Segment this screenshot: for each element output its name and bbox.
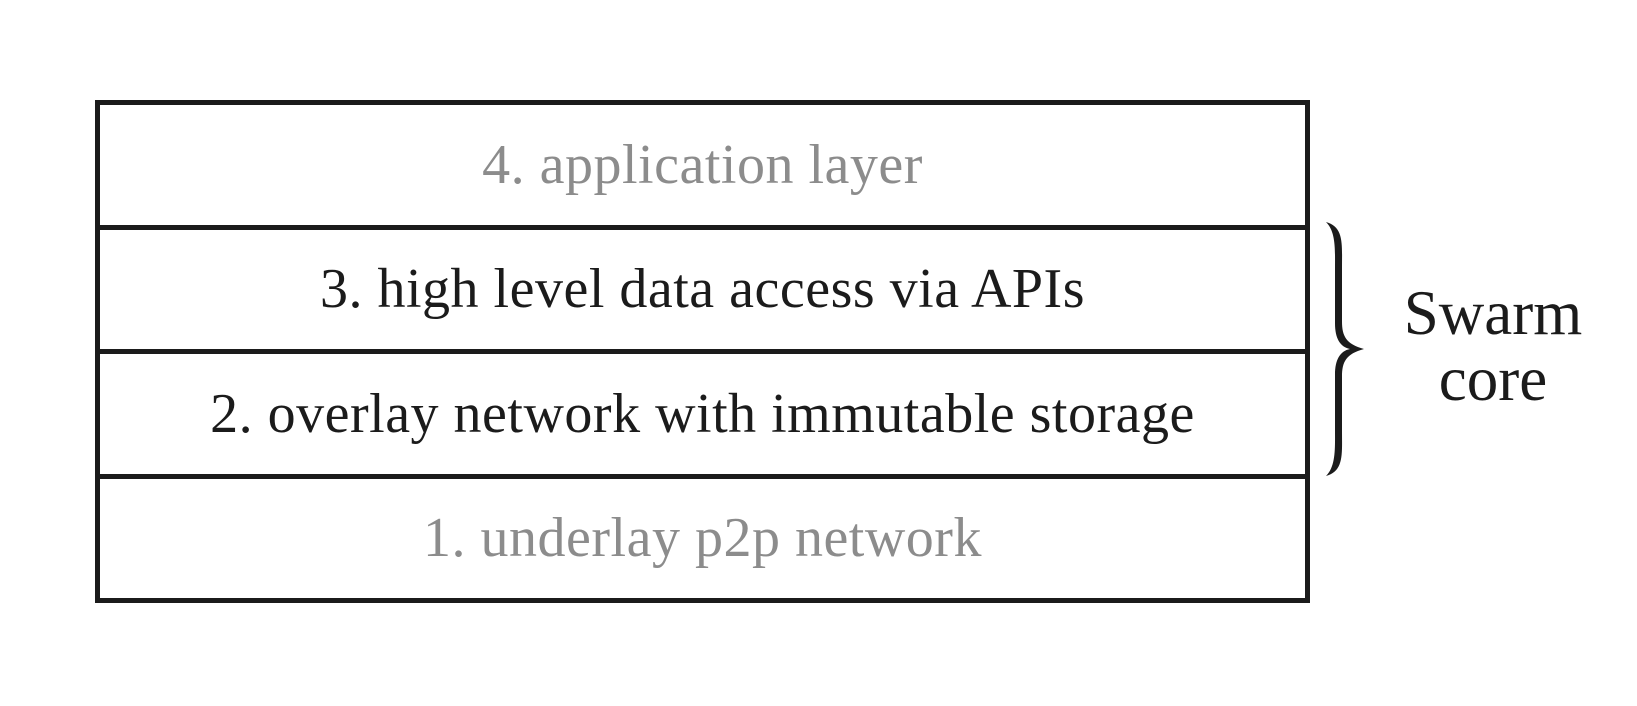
curly-brace-icon [1320, 220, 1378, 478]
layer-row-overlay-network: 2. overlay network with immutable storag… [100, 349, 1305, 474]
layer-row-application: 4. application layer [482, 133, 923, 196]
brace-label-line1: Swarm [1403, 278, 1583, 348]
layer-row-data-access: 3. high level data access via APIs [100, 224, 1305, 350]
brace-label: Swarm core [1374, 278, 1612, 414]
layer-row-underlay-network: 1. underlay p2p network [100, 473, 1305, 599]
brace-label-line2: core [1438, 343, 1548, 414]
layer-stack: 4. application layer 3. high level data … [95, 100, 1310, 603]
